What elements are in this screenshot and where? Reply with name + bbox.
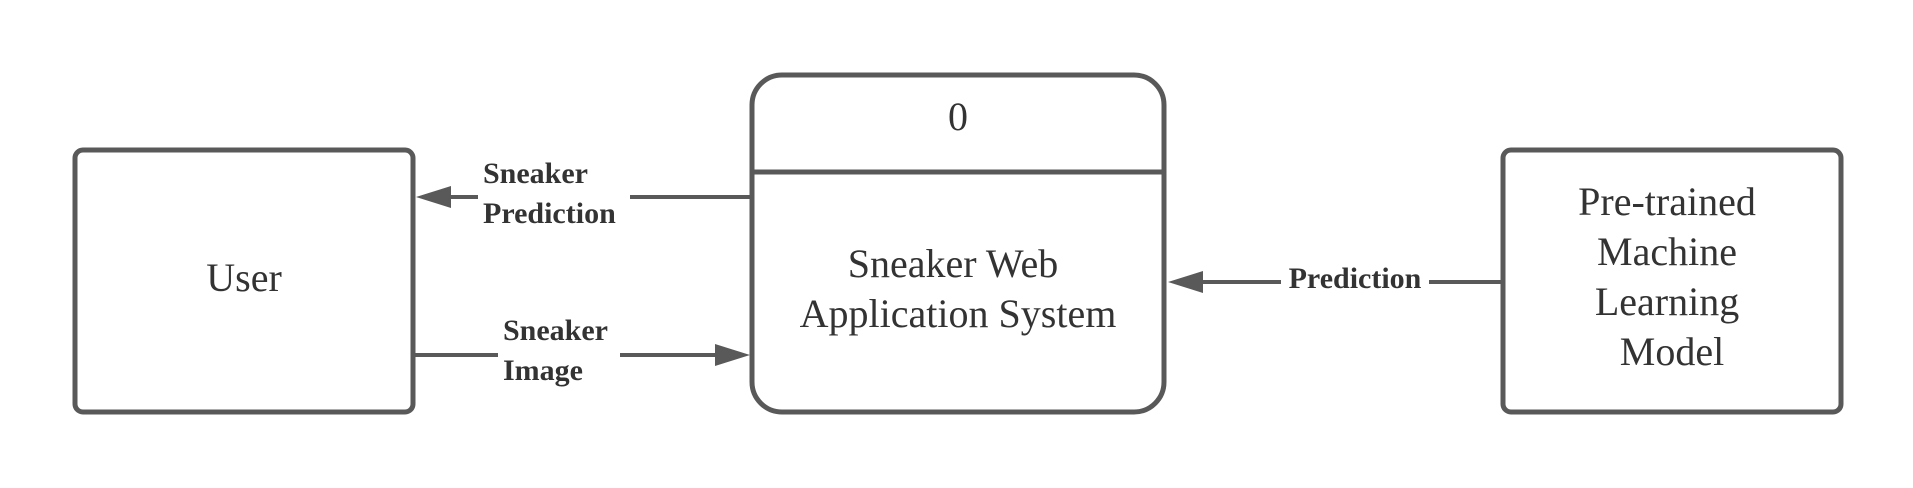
flow-sneaker-image-label-bg — [498, 312, 620, 392]
process-label-line-2: Application System — [800, 291, 1117, 336]
flow-prediction-label: Prediction — [1289, 262, 1422, 295]
model-entity-label-line-3: Learning — [1595, 279, 1739, 324]
flow-prediction-label-bg — [1281, 262, 1429, 298]
model-entity-label-line-4: Model — [1620, 329, 1724, 374]
flow-sneaker-image-label: Sneaker Image — [503, 314, 615, 387]
flow-sneaker-image-label-line-1: Sneaker — [503, 314, 608, 347]
user-entity-label-line: User — [206, 255, 282, 300]
flow-prediction-label-line-1: Prediction — [1289, 262, 1422, 295]
flow-prediction[interactable]: Prediction — [1168, 262, 1503, 298]
model-entity-label-line-2: Machine — [1597, 229, 1737, 274]
user-entity-label: User — [206, 255, 282, 300]
flow-sneaker-image-arrowhead — [715, 344, 750, 366]
flow-sneaker-prediction-arrowhead — [416, 186, 451, 208]
process-sneaker-web-app[interactable]: 0 Sneaker Web Application System — [749, 72, 1167, 415]
flow-sneaker-prediction-label-line-1: Sneaker — [483, 157, 588, 190]
process-label: Sneaker Web Application System — [800, 241, 1117, 336]
flow-sneaker-image-label-line-2: Image — [503, 354, 583, 387]
flow-sneaker-prediction-label-bg — [478, 155, 630, 233]
process-label-line-1: Sneaker Web — [848, 241, 1058, 286]
process-box — [749, 72, 1167, 415]
model-entity[interactable]: Pre-trained Machine Learning Model — [1500, 147, 1844, 415]
model-entity-label-line-1: Pre-trained — [1578, 179, 1756, 224]
flow-prediction-arrowhead — [1168, 271, 1203, 293]
model-entity-label: Pre-trained Machine Learning Model — [1578, 179, 1766, 374]
flow-sneaker-prediction-label-line-2: Prediction — [483, 197, 616, 230]
flow-sneaker-image[interactable]: Sneaker Image — [413, 312, 750, 392]
user-entity-box — [72, 147, 416, 415]
user-entity[interactable]: User — [72, 147, 416, 415]
process-id: 0 — [948, 94, 968, 139]
flow-sneaker-prediction-label: Sneaker Prediction — [483, 157, 616, 230]
flow-sneaker-prediction[interactable]: Sneaker Prediction — [416, 155, 752, 233]
